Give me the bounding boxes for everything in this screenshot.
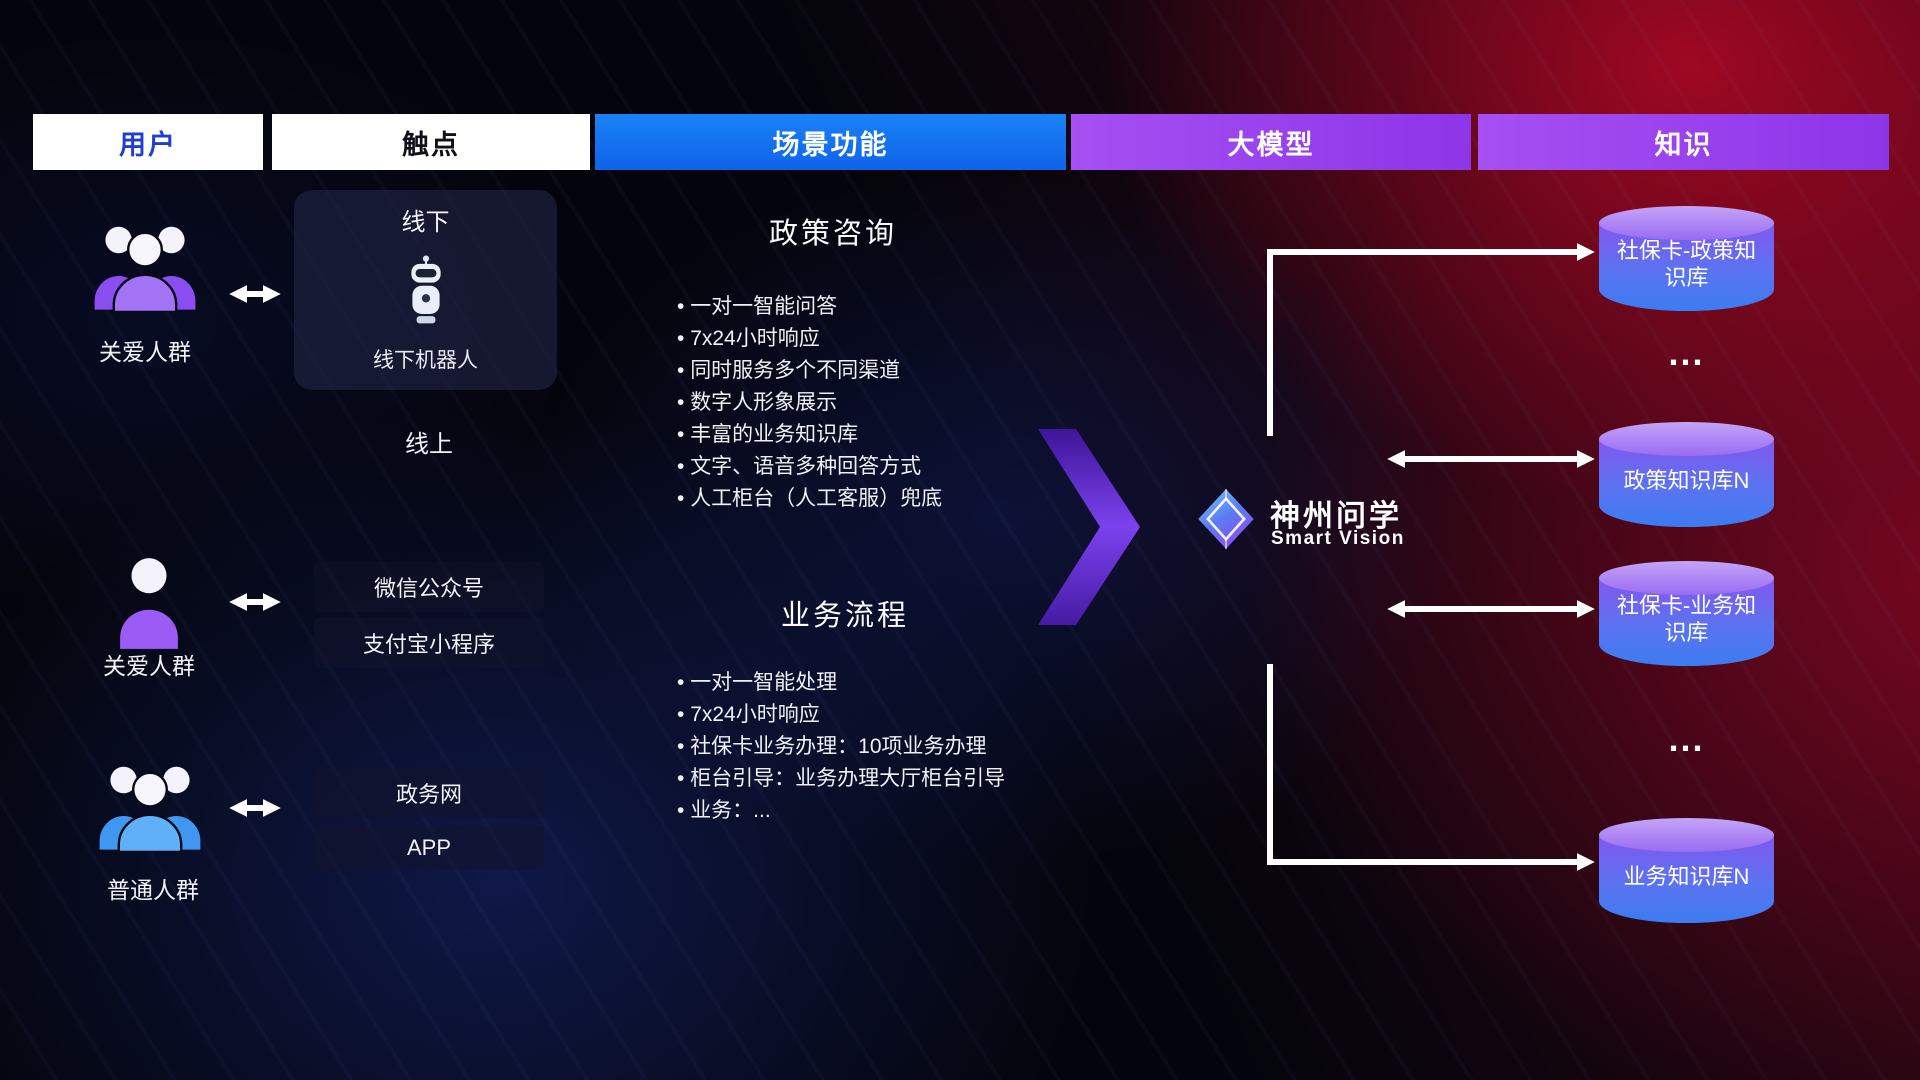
scene-title-business-process: 业务流程 <box>780 600 909 632</box>
people-group-blue-icon <box>99 766 201 852</box>
header-large-model-label: 大模型 <box>1227 129 1315 160</box>
header-scene-functions-label: 场景功能 <box>772 129 889 160</box>
feature-bullet: 文字、语音多种回答方式 <box>677 451 942 483</box>
header-large-model: 大模型 <box>1071 114 1471 170</box>
channel-wechat: 微信公众号 <box>314 562 544 612</box>
user-group-label: 普通人群 <box>107 877 199 903</box>
cylinder-top <box>1599 422 1774 456</box>
cylinder-top <box>1599 818 1774 852</box>
header-users-label: 用户 <box>119 129 177 160</box>
policy-consult-bullet-list: 一对一智能问答 7x24小时响应 同时服务多个不同渠道 数字人形象展示 丰富的业… <box>677 291 942 515</box>
online-title: 线上 <box>405 431 453 458</box>
business-process-bullet-list: 一对一智能处理 7x24小时响应 社保卡业务办理：10项业务办理 柜台引导：业务… <box>677 667 1005 827</box>
feature-bullet: 7x24小时响应 <box>677 323 942 355</box>
header-knowledge: 知识 <box>1478 114 1889 170</box>
header-touchpoints: 触点 <box>272 114 590 170</box>
model-to-policy-ssc-arrow <box>1267 243 1595 436</box>
model-to-business-n-arrow <box>1267 664 1595 871</box>
header-users: 用户 <box>33 114 263 170</box>
knowledge-db-policy-n: 政策知识库N <box>1599 422 1774 527</box>
feature-bullet: 一对一智能问答 <box>677 291 942 323</box>
channel-app: APP <box>314 826 544 870</box>
diamond-logo-icon <box>1198 489 1254 549</box>
ellipsis-dots: ... <box>1668 332 1705 373</box>
ellipsis-dots: ... <box>1668 718 1705 759</box>
feature-bullet: 业务：... <box>677 795 1005 827</box>
offline-touchpoint-card: 线下 线下机器人 <box>294 190 557 390</box>
cylinder-top <box>1599 206 1774 240</box>
model-name: 神州问学 <box>1270 500 1402 533</box>
scene-title-policy-consult: 政策咨询 <box>768 218 897 250</box>
cylinder-top <box>1599 561 1774 595</box>
model-subtitle: Smart Vision <box>1271 528 1405 549</box>
channel-alipay-miniapp: 支付宝小程序 <box>314 618 544 668</box>
feature-bullet: 社保卡业务办理：10项业务办理 <box>677 731 1005 763</box>
header-knowledge-label: 知识 <box>1654 129 1713 160</box>
user-group-label: 关爱人群 <box>99 339 191 365</box>
offline-robot-label: 线下机器人 <box>373 349 478 372</box>
user-group-label: 关爱人群 <box>103 653 195 679</box>
knowledge-db-business-ssc: 社保卡-业务知识库 <box>1599 561 1774 666</box>
offline-title: 线下 <box>401 209 450 236</box>
feature-bullet: 柜台引导：业务办理大厅柜台引导 <box>677 763 1005 795</box>
channel-gov-web: 政务网 <box>314 768 544 818</box>
people-group-purple-icon <box>94 226 196 312</box>
knowledge-db-policy-ssc: 社保卡-政策知识库 <box>1599 206 1774 311</box>
feature-bullet: 7x24小时响应 <box>677 699 1005 731</box>
feature-bullet: 同时服务多个不同渠道 <box>677 355 942 387</box>
feature-bullet: 人工柜台（人工客服）兜底 <box>677 483 942 515</box>
feature-bullet: 一对一智能处理 <box>677 667 1005 699</box>
big-purple-arrow-icon <box>1038 429 1140 625</box>
header-scene-functions: 场景功能 <box>595 114 1066 170</box>
robot-icon <box>410 254 441 323</box>
feature-bullet: 数字人形象展示 <box>677 387 942 419</box>
feature-bullet: 丰富的业务知识库 <box>677 419 942 451</box>
header-touchpoints-label: 触点 <box>402 129 460 160</box>
person-purple-icon <box>120 558 178 649</box>
knowledge-db-business-n: 业务知识库N <box>1599 818 1774 923</box>
